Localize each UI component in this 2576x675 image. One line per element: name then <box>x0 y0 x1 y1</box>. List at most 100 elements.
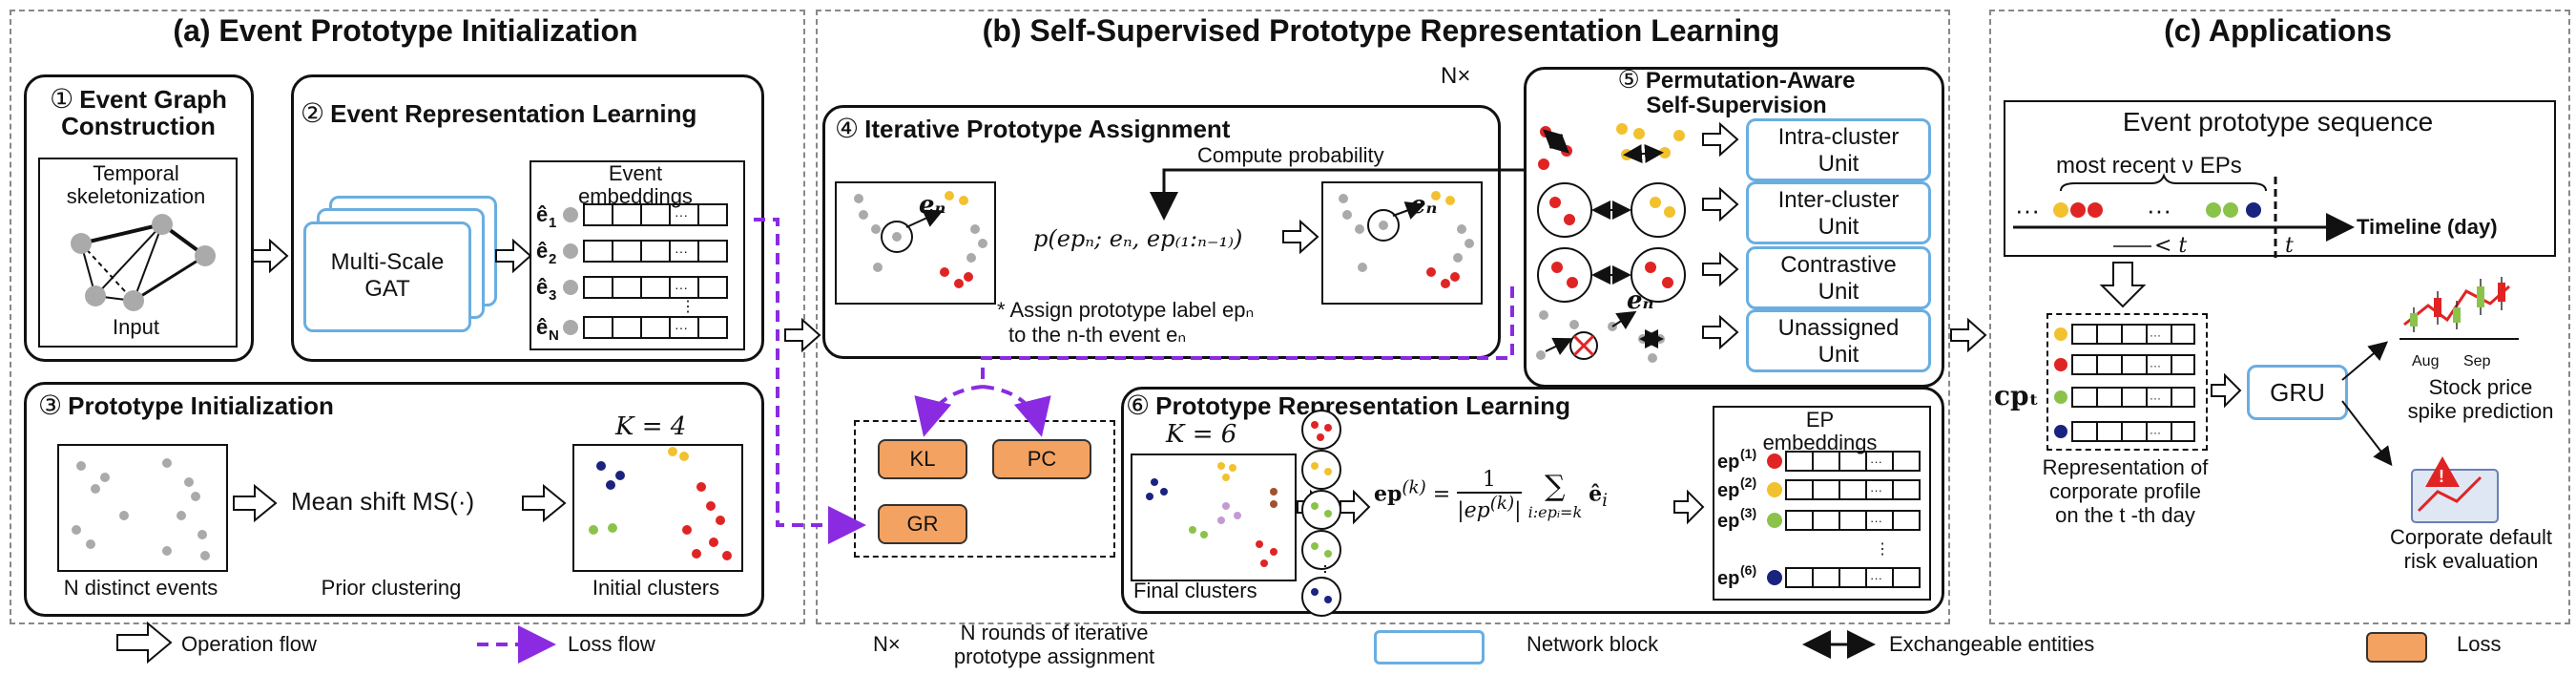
svg-text:⋮: ⋮ <box>1875 541 1890 558</box>
graph-label-input: Input <box>113 315 159 339</box>
svg-text:ep: ep <box>1717 452 1739 473</box>
legend-network-block: Network block <box>1527 632 1659 656</box>
k6-label: K = 6 <box>1166 420 1237 449</box>
panel-a <box>10 10 805 624</box>
corporate-profile-table: ··· ··· ··· ··· <box>2054 324 2195 442</box>
stock-chart-icon <box>2399 277 2519 340</box>
formula-probability: p(epₙ; eₙ, ep₍₁:ₙ₋₁₎) <box>1033 225 1243 252</box>
compute-probability-label: Compute probability <box>1197 143 1384 167</box>
section-a-title: (a) Event Prototype Initialization <box>173 13 638 48</box>
svg-text:N: N <box>549 327 559 344</box>
assignment-before-points <box>854 191 987 288</box>
svg-text:···: ··· <box>1870 514 1882 528</box>
gr-loss: GR <box>878 504 967 544</box>
svg-text:(6): (6) <box>1740 562 1756 578</box>
loss-group-frame <box>854 420 1115 558</box>
panel-b <box>816 10 1950 624</box>
k4-label: K = 4 <box>615 412 687 441</box>
svg-text:···: ··· <box>2150 328 2161 342</box>
svg-text:ep: ep <box>1717 511 1739 532</box>
svg-text:···: ··· <box>1870 454 1882 469</box>
svg-text:ê: ê <box>536 315 548 339</box>
gru-output-arrows <box>2341 341 2393 467</box>
svg-text:···: ··· <box>675 243 688 259</box>
caption-prior-clustering: Prior clustering <box>321 576 462 600</box>
caption-initial-clusters: Initial clusters <box>592 576 720 600</box>
cp-t-label: cpₜ <box>1994 380 2040 411</box>
final-clusters-caption: Final clusters <box>1133 579 1257 602</box>
final-clusters-points <box>1146 462 1278 567</box>
kl-loss: KL <box>878 439 967 479</box>
event-prototype-sequence-title: Event prototype sequence <box>2122 107 2434 137</box>
svg-text:···: ··· <box>1870 483 1882 497</box>
cp-table-frame <box>2046 313 2208 451</box>
svg-text:2: 2 <box>549 251 556 267</box>
seq-dots-1: ··· <box>2015 196 2040 224</box>
svg-text:···: ··· <box>2150 426 2161 439</box>
legend-network-block-swatch <box>1374 630 1485 664</box>
initial-clusters-points <box>589 447 732 560</box>
svg-text:!: ! <box>2439 467 2444 486</box>
section-c-title: (c) Applications <box>2164 13 2392 48</box>
panel-c <box>1989 10 2570 624</box>
svg-text:ê: ê <box>536 202 548 226</box>
default-risk-icon: ! <box>2411 456 2499 523</box>
prototype-sequence <box>2013 173 2355 258</box>
assignment-after-frame <box>1321 181 1483 305</box>
caption-distinct-events: N distinct events <box>63 576 218 600</box>
t-label: t <box>2285 234 2294 258</box>
svg-text:(1): (1) <box>1740 446 1756 461</box>
lt-t-label: < t <box>2154 234 2188 258</box>
distinct-events-points <box>72 458 210 560</box>
section-b-title: (b) Self-Supervised Prototype Representa… <box>982 13 1780 48</box>
legend-loss-swatch <box>2366 632 2427 663</box>
svg-text:···: ··· <box>675 207 688 222</box>
svg-text:ep: ep <box>1717 480 1739 501</box>
svg-text:···: ··· <box>2150 391 2161 405</box>
cluster-column-vdots: ⋮ <box>1317 562 1334 581</box>
final-clusters-frame <box>1131 454 1297 581</box>
timeline-label: Timeline (day) <box>2357 215 2498 239</box>
sep-label: Sep <box>2463 353 2491 369</box>
svg-text:1: 1 <box>549 215 556 231</box>
legend-exchangeable: Exchangeable entities <box>1889 632 2095 656</box>
svg-text:···: ··· <box>1870 571 1882 585</box>
n-times-label: N× <box>1441 63 1471 89</box>
ep-embedding-rows: ep(1) ep(2) ep(3) ep(6) ············ ⋮ <box>1717 446 1921 589</box>
legend-nx: N× <box>873 632 901 656</box>
svg-text:(2): (2) <box>1740 475 1756 490</box>
legend-loss: Loss <box>2457 632 2502 656</box>
legend-loss-flow: Loss flow <box>568 632 655 656</box>
most-recent-label: most recent ν EPs <box>2056 153 2242 179</box>
cluster-circles-column <box>1301 410 1341 617</box>
event-prototype-sequence-frame <box>2004 100 2556 257</box>
svg-text:···: ··· <box>2150 359 2161 372</box>
loss-flow-arrows <box>754 218 1514 544</box>
pc-loss: PC <box>992 439 1091 479</box>
svg-text:ep: ep <box>1717 568 1739 589</box>
svg-text:···: ··· <box>675 280 688 295</box>
svg-text:ê: ê <box>536 275 548 299</box>
operation-arrows <box>116 121 2242 664</box>
compute-probability-arrow <box>1150 168 1512 221</box>
